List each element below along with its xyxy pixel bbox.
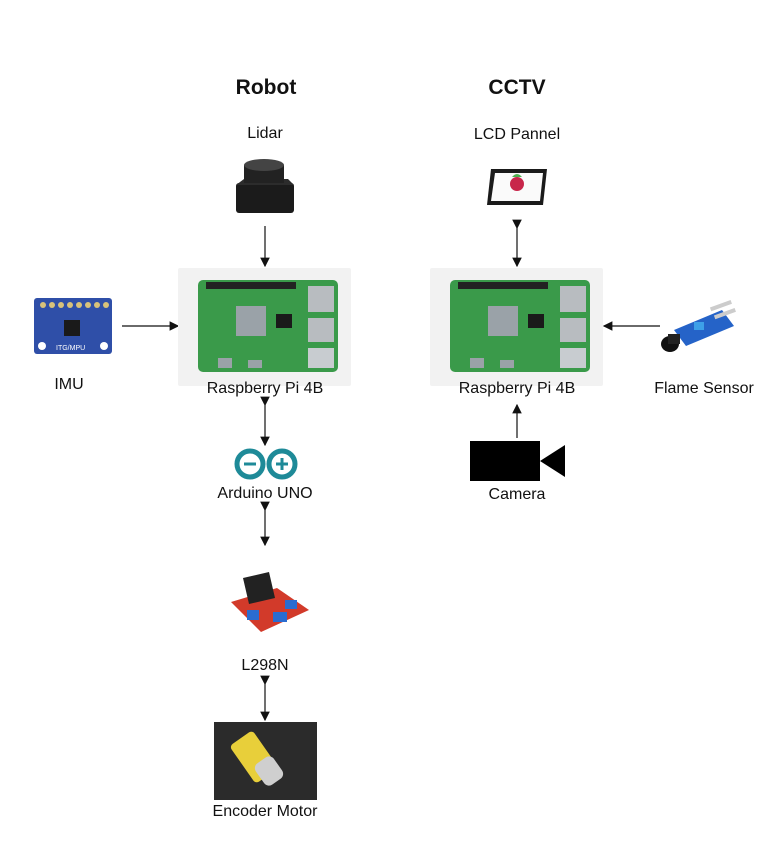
encoder-motor-image (214, 722, 317, 800)
lidar-label: Lidar (247, 125, 283, 142)
encoder-motor-label: Encoder Motor (212, 803, 318, 820)
cctv-pi-label: Raspberry Pi 4B (458, 380, 576, 397)
cctv-section-title: CCTV (488, 76, 546, 99)
flame-sensor-image (661, 300, 736, 352)
imu-label: IMU (54, 376, 84, 393)
camera-icon (470, 441, 565, 481)
lcd-panel-image (487, 169, 547, 205)
arduino-label: Arduino UNO (217, 485, 313, 502)
lcd-label: LCD Pannel (473, 126, 561, 143)
robot-pi-label: Raspberry Pi 4B (206, 380, 324, 397)
imu-image: ITG/MPU (34, 298, 112, 354)
cctv-pi-image (430, 268, 603, 386)
l298n-label: L298N (241, 657, 289, 674)
robot-section-title: Robot (235, 76, 297, 99)
lidar-image (236, 159, 294, 213)
camera-label: Camera (488, 486, 546, 503)
imu-chip-text: ITG/MPU (56, 345, 85, 352)
arduino-logo-icon (234, 448, 298, 480)
l298n-image (231, 572, 309, 632)
flame-sensor-label: Flame Sensor (654, 380, 754, 397)
robot-pi-image (178, 268, 351, 386)
